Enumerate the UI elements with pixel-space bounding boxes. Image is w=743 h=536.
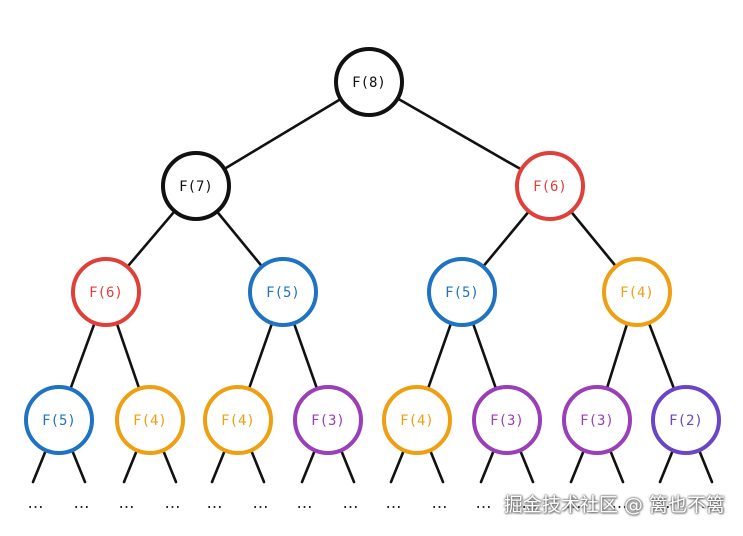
node-label: F(2) [669,413,703,429]
edge-n2-n5 [481,210,531,268]
edge-n3-n7 [69,321,96,391]
continuation-ellipses: … … … … … … … … … … … … … … … … [28,493,718,512]
node-label: F(5) [445,285,479,301]
stub-edge [518,448,535,484]
tree-node: F(3) [562,385,632,455]
tree-nodes: F(8) F(7) F(6) F(6) F(5) F(5) F(4) F(5) F(4) F(4)… [24,47,721,455]
tree-node: F(3) [293,385,363,455]
node-label: F(8) [352,75,386,91]
node-label: F(4) [620,285,654,301]
ellipsis-label: … [386,493,403,512]
stub-edge [479,448,496,484]
node-circle [161,151,231,221]
stub-edge [70,448,87,484]
tree-edges [69,97,676,391]
stub-edge [569,448,586,484]
tree-node: F(4) [115,385,185,455]
tree-node: F(2) [651,385,721,455]
stub-edge [389,448,406,484]
node-circle [203,385,273,455]
node-label: F(7) [179,179,213,195]
edge-n0-n1 [222,97,343,171]
ellipsis-label: … [432,493,449,512]
ellipsis-label: … [119,493,136,512]
node-circle [562,385,632,455]
node-circle [602,257,672,327]
tree-node: F(6) [71,257,141,327]
ellipsis-label: … [566,493,583,512]
tree-node: F(3) [472,385,542,455]
node-label: F(3) [580,413,614,429]
ellipsis-label: … [28,493,45,512]
tree-node: F(4) [382,385,452,455]
edge-n4-n9 [247,321,274,391]
node-label: F(3) [490,413,524,429]
edge-n3-n8 [115,321,141,391]
stub-edge [122,448,139,484]
ellipsis-label: … [701,493,718,512]
node-label: F(5) [42,413,76,429]
node-circle [115,385,185,455]
tree-node: F(8) [334,47,404,117]
ellipsis-label: … [297,493,314,512]
tree-node: F(7) [161,151,231,221]
node-circle [651,385,721,455]
watermark-text: 掘金技术社区 @ 篱也不篱 [503,494,725,516]
ellipsis-label: … [522,493,539,512]
ellipsis-label: … [343,493,360,512]
node-circle [293,385,363,455]
node-label: F(4) [221,413,255,429]
tree-node: F(5) [248,257,318,327]
tree-node: F(6) [515,151,585,221]
edge-n0-n2 [396,97,523,171]
ellipsis-label: … [253,493,270,512]
stub-edge [161,448,178,484]
edge-n4-n10 [292,321,319,391]
node-label: F(6) [533,179,567,195]
tree-node: F(5) [427,257,497,327]
node-circle [427,257,497,327]
ellipsis-label: … [74,493,91,512]
ellipsis-label: … [207,493,224,512]
stub-edge [249,448,266,484]
node-circle [472,385,542,455]
stub-edge [339,448,356,484]
stub-edge [210,448,227,484]
stub-edge [31,448,48,484]
node-circle [71,257,141,327]
tree-node: F(4) [602,257,672,327]
stub-edge [300,448,317,484]
stub-edge [658,448,675,484]
edge-n6-n13 [605,322,629,390]
node-label: F(4) [400,413,434,429]
node-circle [334,47,404,117]
leaf-stub-edges [31,448,714,484]
edge-n5-n11 [426,321,453,391]
ellipsis-label: … [612,493,629,512]
node-circle [24,385,94,455]
node-circle [382,385,452,455]
node-label: F(3) [311,413,345,429]
edge-n2-n6 [569,210,618,268]
node-label: F(5) [266,285,300,301]
edge-n5-n12 [471,321,498,391]
stub-edge [428,448,445,484]
tree-node: F(5) [24,385,94,455]
node-label: F(4) [133,413,167,429]
node-label: F(6) [89,285,123,301]
edge-n1-n3 [126,209,176,269]
ellipsis-label: … [165,493,182,512]
ellipsis-label: … [476,493,493,512]
stub-edge [697,448,714,484]
tree-node: F(4) [203,385,273,455]
node-circle [248,257,318,327]
edge-n1-n4 [215,210,264,268]
stub-edge [608,448,625,484]
edge-n6-n14 [647,321,676,391]
node-circle [515,151,585,221]
ellipsis-label: … [655,493,672,512]
